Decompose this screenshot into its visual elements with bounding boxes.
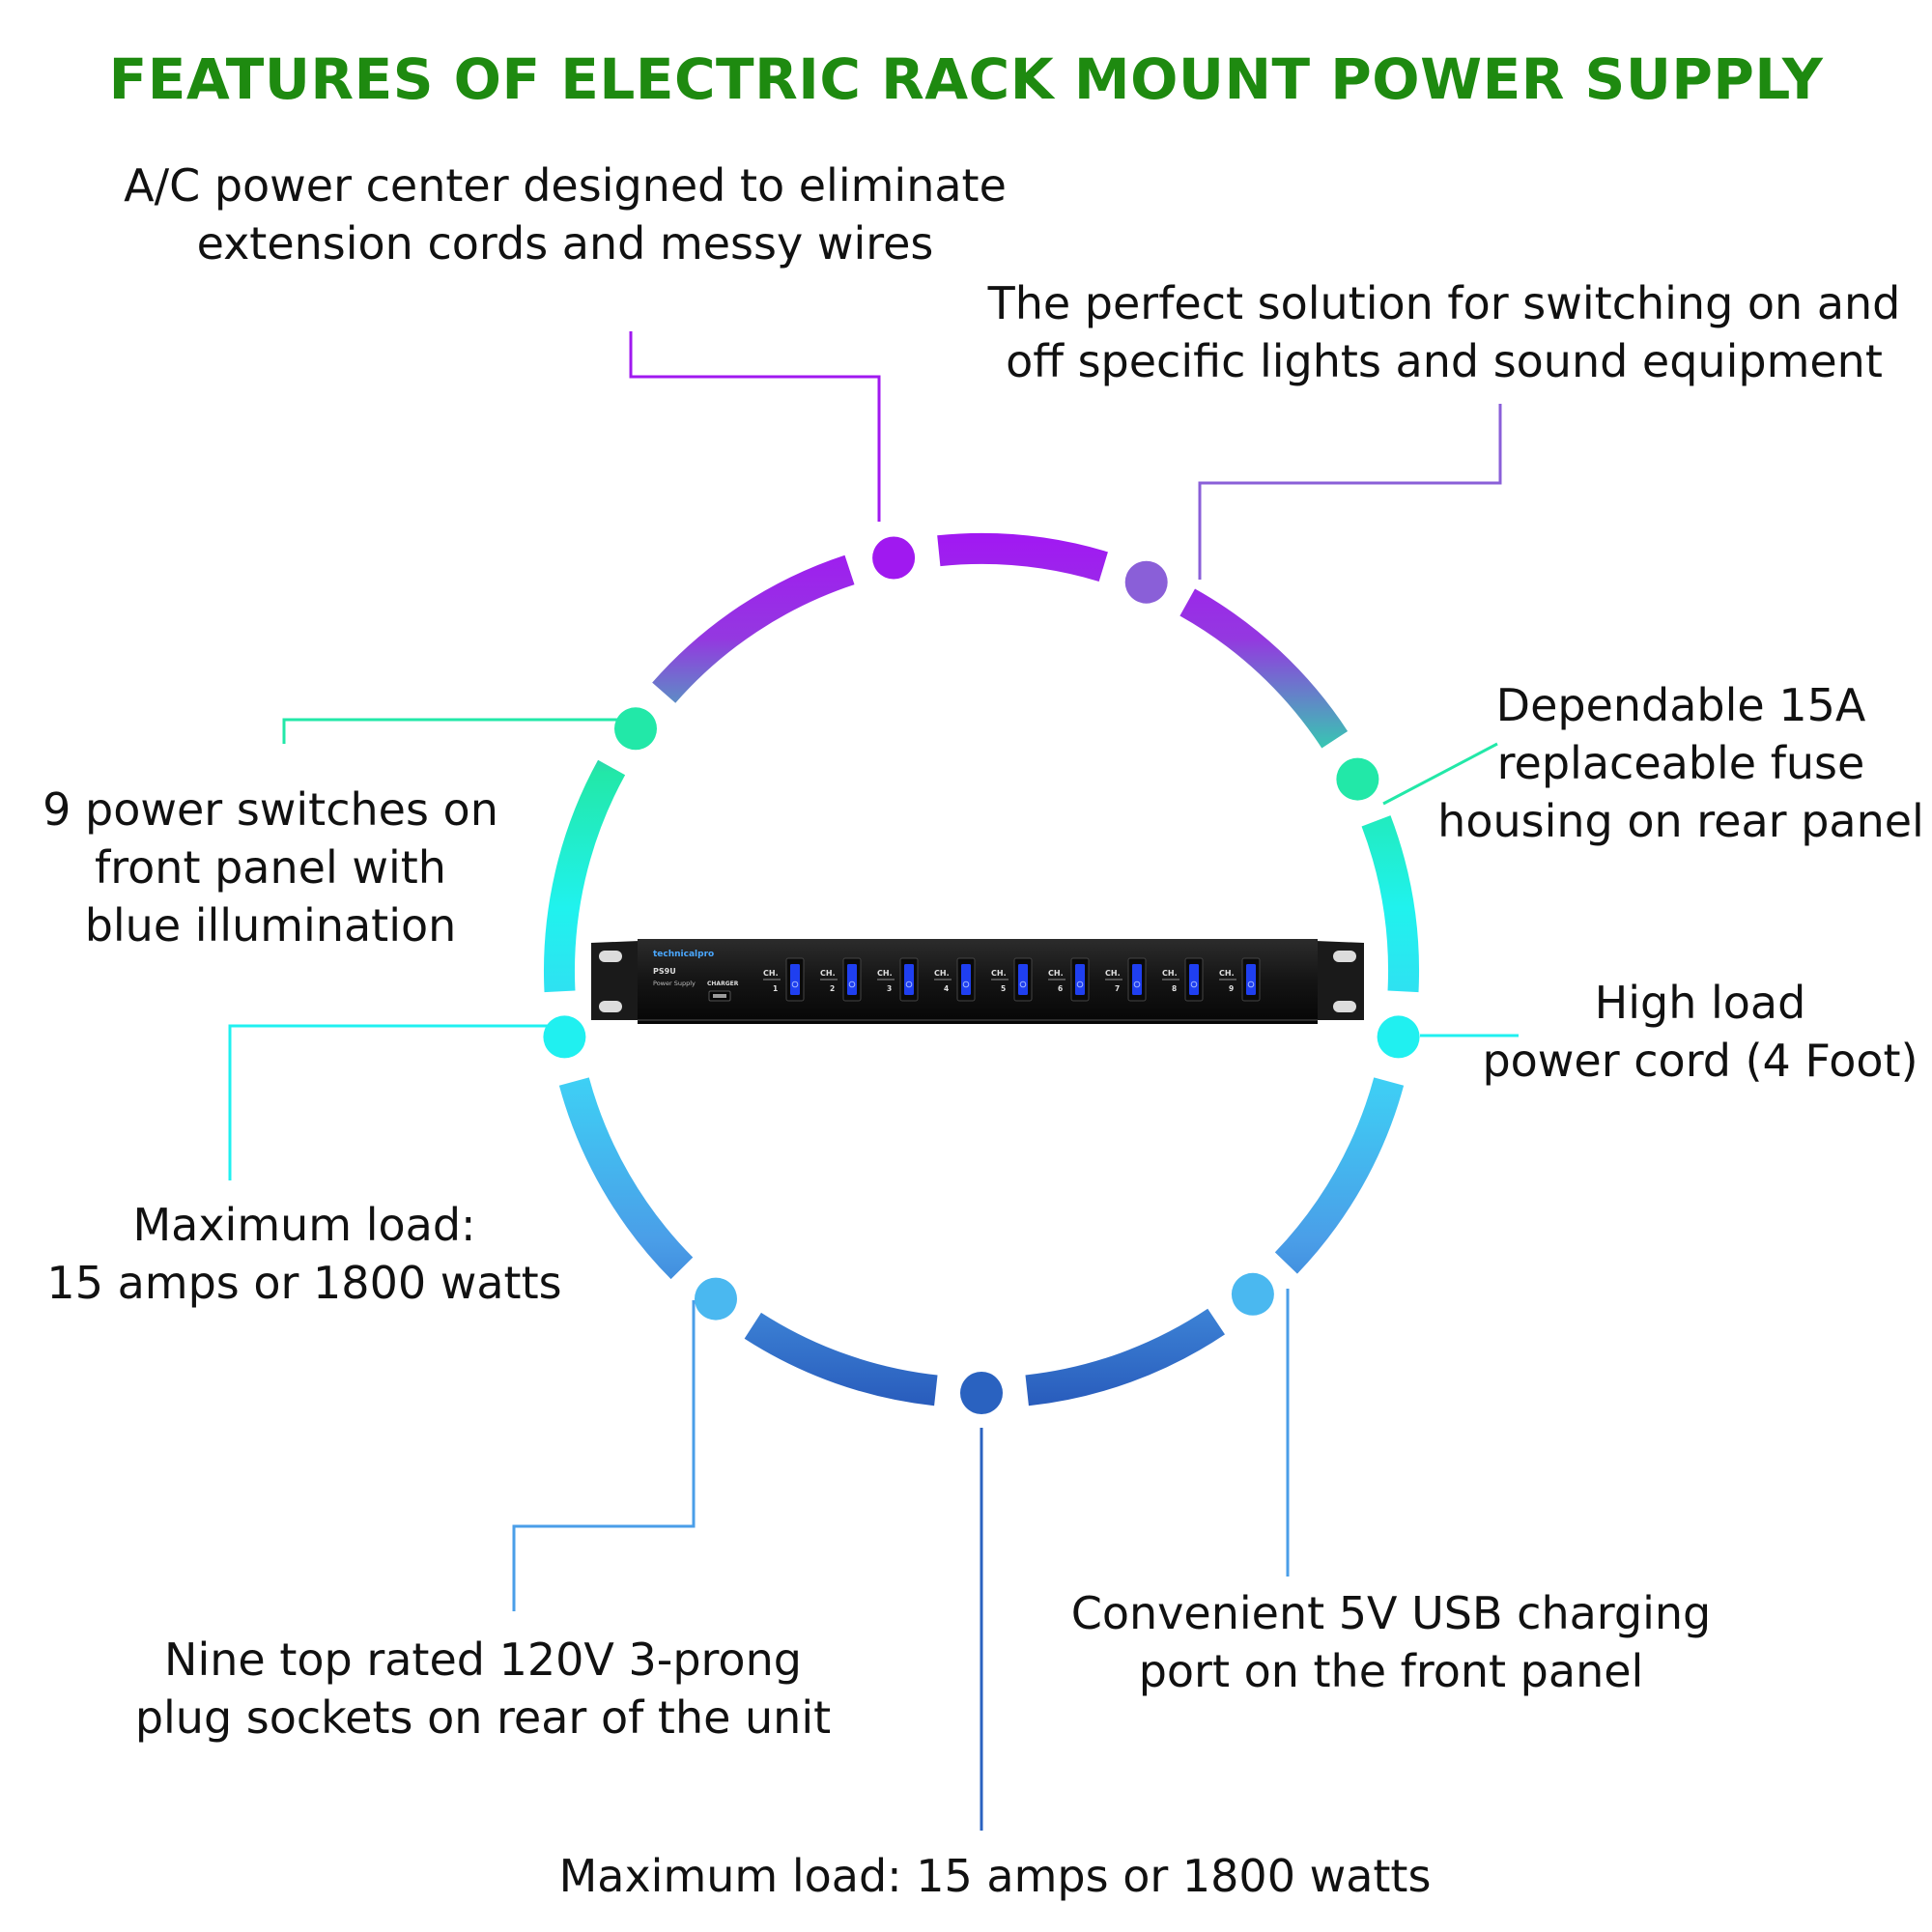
switch-illumination: [1246, 964, 1256, 995]
channel-number: 6: [1058, 984, 1063, 993]
channel-label: CH.: [934, 969, 950, 978]
ring-segment: [1274, 1077, 1405, 1274]
feature-max-load-bottom: Maximum load: 15 amps or 1800 watts: [558, 1850, 1432, 1902]
charger-label: CHARGER: [707, 980, 739, 987]
feature-power-switches: 9 power switches on front panel with blu…: [43, 783, 498, 952]
feature-plug-sockets: Nine top rated 120V 3-prong plug sockets…: [134, 1634, 832, 1744]
ring-segment: [1025, 1308, 1225, 1406]
connector-lines: [228, 331, 1519, 1831]
brand-logo: technicalpro: [653, 950, 714, 959]
channel-number: 5: [1001, 984, 1006, 993]
channel-label: CH.: [1048, 969, 1064, 978]
switch-illumination: [961, 964, 971, 995]
dot-switching: [1124, 560, 1168, 604]
device-body: [638, 939, 1318, 1024]
channel-1: CH. 1: [763, 957, 805, 1002]
channel-3: CH. 3: [877, 957, 919, 1002]
dot-max-load-left: [543, 1015, 586, 1059]
switch-illumination: [847, 964, 857, 995]
connector-switching: [1198, 404, 1502, 580]
ring-segment: [1179, 588, 1349, 749]
dot-usb: [1231, 1272, 1274, 1316]
channel-label: CH.: [1105, 969, 1121, 978]
ring-segment: [937, 533, 1108, 582]
channel-label: CH.: [1162, 969, 1178, 978]
connector-max-load-left: [228, 1024, 560, 1180]
feature-fuse-housing: Dependable 15A replaceable fuse housing …: [1437, 679, 1924, 847]
model-label: PS9U: [653, 967, 676, 976]
channel-label: CH.: [820, 969, 836, 978]
feature-usb-port: Convenient 5V USB charging port on the f…: [1070, 1587, 1712, 1697]
switch-illumination: [904, 964, 914, 995]
dot-plug-sockets: [695, 1277, 737, 1321]
mount-hole: [1333, 1001, 1356, 1012]
ring-segment: [1361, 815, 1419, 993]
feature-max-load-left: Maximum load: 15 amps or 1800 watts: [46, 1199, 562, 1309]
channel-number: 4: [944, 984, 949, 993]
switch-illumination: [790, 964, 800, 995]
ring-segment: [558, 1077, 694, 1280]
connector-ac-power: [629, 331, 881, 522]
page-title: FEATURES OF ELECTRIC RACK MOUNT POWER SU…: [108, 46, 1824, 112]
channel-5: CH. 5: [991, 957, 1033, 1002]
channel-8: CH. 8: [1162, 957, 1204, 1002]
channel-switches: CH. 1 CH. 2 CH. 3 CH. 4 CH. 5 CH. 6 CH. 7 CH. 8 CH. 9: [763, 957, 1261, 1002]
channel-number: 7: [1115, 984, 1120, 993]
dot-max-load-bottom: [960, 1372, 1003, 1414]
ring-segment: [544, 759, 626, 993]
channel-2: CH. 2: [820, 957, 862, 1002]
dot-ac-power: [872, 536, 916, 580]
channel-number: 8: [1172, 984, 1177, 993]
channel-6: CH. 6: [1048, 957, 1090, 1002]
channel-label: CH.: [991, 969, 1007, 978]
mount-hole: [599, 951, 622, 962]
channel-label: CH.: [877, 969, 893, 978]
channel-9: CH. 9: [1219, 957, 1261, 1002]
ring-segment: [652, 554, 855, 703]
switch-illumination: [1018, 964, 1028, 995]
switch-illumination: [1189, 964, 1199, 995]
dot-power-cord: [1377, 1015, 1420, 1059]
ring-segments: [544, 533, 1419, 1406]
feature-power-cord: High load power cord (4 Foot): [1482, 977, 1918, 1087]
switch-illumination: [1132, 964, 1142, 995]
channel-label: CH.: [763, 969, 779, 978]
channel-number: 9: [1229, 984, 1234, 993]
connector-power-switches: [282, 718, 628, 744]
feature-ac-power-center: A/C power center designed to eliminate e…: [124, 159, 1007, 270]
ring-segment: [744, 1312, 938, 1406]
channel-4: CH. 4: [934, 957, 976, 1002]
rack-power-supply-image: technicalpro PS9U Power Supply CHARGER C…: [591, 939, 1364, 1024]
channel-7: CH. 7: [1105, 957, 1147, 1002]
feature-dots: [543, 536, 1420, 1414]
switch-illumination: [1075, 964, 1085, 995]
channel-number: 3: [887, 984, 892, 993]
connector-fuse: [1382, 742, 1498, 806]
dot-fuse: [1336, 757, 1379, 801]
channel-number: 2: [830, 984, 835, 993]
channel-label: CH.: [1219, 969, 1235, 978]
mount-hole: [1333, 951, 1356, 962]
channel-number: 1: [773, 984, 778, 993]
connector-plug-sockets: [512, 1300, 696, 1611]
mount-hole: [599, 1001, 622, 1012]
dot-power-switches: [614, 707, 657, 751]
model-subtitle: Power Supply: [653, 980, 696, 987]
feature-switching-solution: The perfect solution for switching on an…: [987, 277, 1901, 387]
